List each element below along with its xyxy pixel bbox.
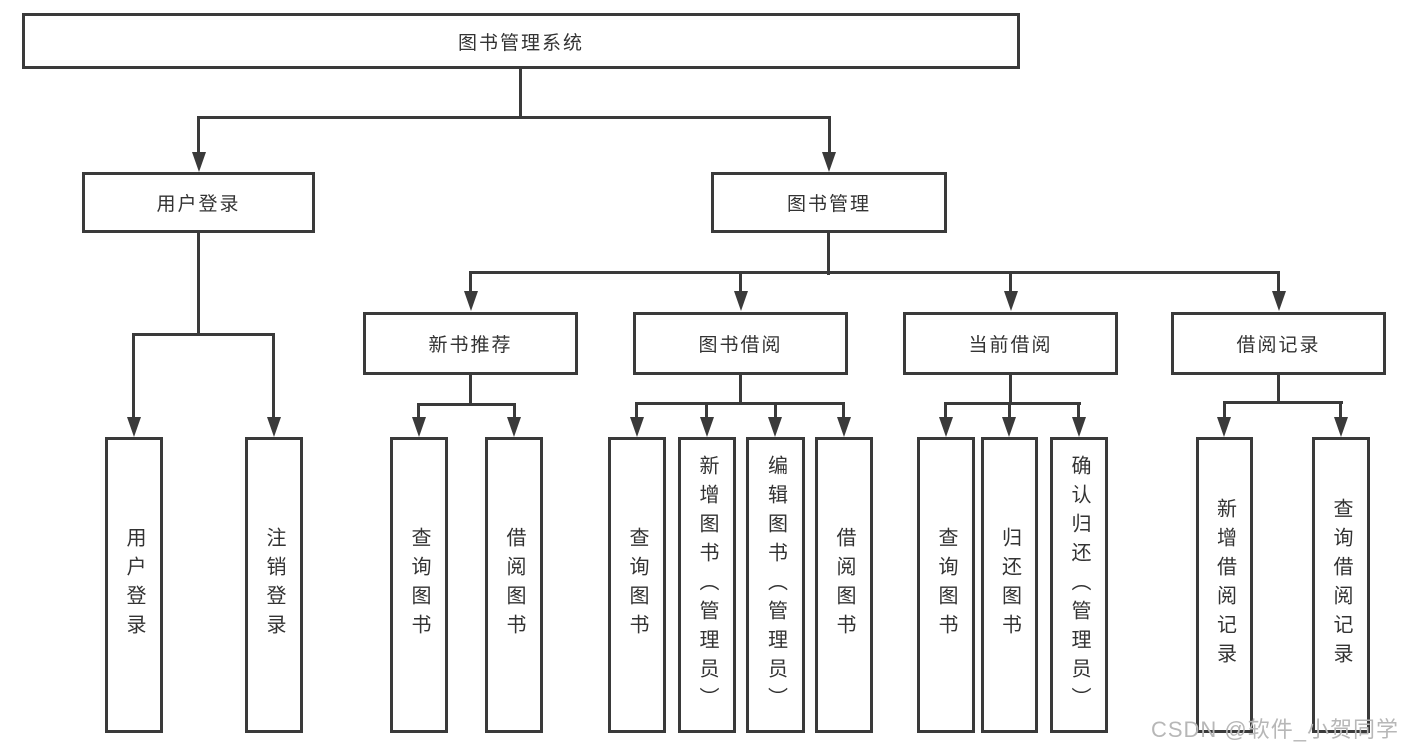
arrowhead-to-nbr-borrow <box>507 417 521 437</box>
arrowhead-to-new-book-recommend <box>464 291 478 311</box>
leaf-bb-query-books: 查询图书 <box>608 437 666 733</box>
leaf-nbr-borrow-books-label: 借阅图书 <box>503 527 525 643</box>
edge-root-bar <box>197 116 831 119</box>
csdn-watermark: CSDN @软件_小贺同学 <box>1150 717 1399 742</box>
node-current-borrow-label: 当前借阅 <box>968 335 1053 356</box>
edge-cb-bar <box>944 402 1081 405</box>
arrowhead-to-cb-query <box>939 417 953 437</box>
arrowhead-to-book-borrow <box>734 291 748 311</box>
leaf-bb-edit-books-admin-label: 编辑图书（管理员） <box>764 454 787 716</box>
node-book-management-label: 图书管理 <box>786 194 871 215</box>
node-book-borrow: 图书借阅 <box>633 312 848 375</box>
edge-cb-c1-stem <box>944 402 947 419</box>
edge-cb-c2-stem <box>1008 402 1011 419</box>
edge-mgmt-c4-stem <box>1277 271 1280 293</box>
edge-user-stem <box>197 233 200 336</box>
node-new-book-recommend: 新书推荐 <box>363 312 578 375</box>
arrowhead-to-bb-add <box>700 417 714 437</box>
edge-bb-stem <box>739 373 742 405</box>
arrowhead-to-br-add <box>1217 417 1231 437</box>
edge-bb-c3-stem <box>774 402 777 419</box>
node-book-management: 图书管理 <box>711 172 947 233</box>
edge-bb-bar <box>635 402 845 405</box>
leaf-user-login: 用户登录 <box>105 437 163 733</box>
leaf-bb-query-books-label: 查询图书 <box>626 527 648 643</box>
leaf-nbr-query-books-label: 查询图书 <box>408 527 430 643</box>
leaf-cb-confirm-return-admin: 确认归还（管理员） <box>1050 437 1108 733</box>
edge-user-child2-stem <box>272 333 275 419</box>
node-current-borrow: 当前借阅 <box>903 312 1118 375</box>
edge-cb-c3-stem <box>1077 402 1080 419</box>
edge-bb-c1-stem <box>635 402 638 419</box>
arrowhead-to-leaf-logout <box>267 417 281 437</box>
arrowhead-to-bb-query <box>630 417 644 437</box>
node-book-borrow-label: 图书借阅 <box>698 335 783 356</box>
leaf-bb-edit-books-admin: 编辑图书（管理员） <box>746 437 805 733</box>
node-user-login: 用户登录 <box>82 172 315 233</box>
node-new-book-recommend-label: 新书推荐 <box>428 335 513 356</box>
node-root: 图书管理系统 <box>22 13 1020 69</box>
edge-br-bar <box>1223 401 1343 404</box>
arrowhead-to-book-management <box>822 152 836 172</box>
edge-br-c2-stem <box>1339 401 1342 419</box>
edge-nbr-c1-stem <box>417 403 420 419</box>
node-user-login-label: 用户登录 <box>156 194 241 215</box>
edge-mgmt-c1-stem <box>469 271 472 293</box>
leaf-br-add-record-label: 新增借阅记录 <box>1213 498 1236 672</box>
arrowhead-to-nbr-query <box>412 417 426 437</box>
edge-root-to-mgmt-stem <box>828 116 831 154</box>
leaf-logout: 注销登录 <box>245 437 303 733</box>
node-root-label: 图书管理系统 <box>457 32 584 54</box>
leaf-br-query-record: 查询借阅记录 <box>1312 437 1370 733</box>
arrowhead-to-bb-borrow <box>837 417 851 437</box>
edge-nbr-bar <box>417 403 516 406</box>
leaf-br-add-record: 新增借阅记录 <box>1196 437 1253 733</box>
edge-cb-stem <box>1009 373 1012 405</box>
edge-bb-c2-stem <box>705 402 708 419</box>
edge-br-stem <box>1277 373 1280 404</box>
node-borrow-records: 借阅记录 <box>1171 312 1386 375</box>
leaf-br-query-record-label: 查询借阅记录 <box>1330 498 1352 672</box>
edge-nbr-c2-stem <box>513 403 516 419</box>
arrowhead-to-cb-return <box>1002 417 1016 437</box>
edge-nbr-stem <box>469 373 472 406</box>
arrowhead-to-borrow-records <box>1272 291 1286 311</box>
edge-mgmt-c3-stem <box>1009 271 1012 293</box>
leaf-nbr-query-books: 查询图书 <box>390 437 448 733</box>
arrowhead-to-leaf-user-login <box>127 417 141 437</box>
edge-bb-c4-stem <box>842 402 845 419</box>
edge-mgmt-stem <box>827 233 830 275</box>
arrowhead-to-current-borrow <box>1004 291 1018 311</box>
arrowhead-to-cb-confirm <box>1072 417 1086 437</box>
edge-mgmt-bar <box>469 271 1280 274</box>
leaf-cb-confirm-return-admin-label: 确认归还（管理员） <box>1068 454 1090 716</box>
edge-root-to-user-stem <box>197 116 200 154</box>
edge-user-bar <box>132 333 275 336</box>
edge-root-stem <box>519 69 522 118</box>
leaf-nbr-borrow-books: 借阅图书 <box>485 437 543 733</box>
leaf-cb-return-books-label: 归还图书 <box>998 527 1021 643</box>
arrowhead-to-bb-edit <box>768 417 782 437</box>
leaf-cb-query-books-label: 查询图书 <box>935 527 957 643</box>
leaf-bb-borrow-books-label: 借阅图书 <box>833 527 855 643</box>
leaf-cb-query-books: 查询图书 <box>917 437 975 733</box>
leaf-bb-borrow-books: 借阅图书 <box>815 437 873 733</box>
leaf-bb-add-books-admin: 新增图书（管理员） <box>678 437 736 733</box>
leaf-bb-add-books-admin-label: 新增图书（管理员） <box>696 454 718 716</box>
leaf-cb-return-books: 归还图书 <box>981 437 1038 733</box>
arrowhead-to-user-login <box>192 152 206 172</box>
leaf-logout-label: 注销登录 <box>263 527 285 643</box>
edge-br-c1-stem <box>1223 401 1226 419</box>
leaf-user-login-label: 用户登录 <box>123 527 145 643</box>
edge-user-child1-stem <box>132 333 135 419</box>
arrowhead-to-br-query <box>1334 417 1348 437</box>
edge-mgmt-c2-stem <box>739 271 742 293</box>
node-borrow-records-label: 借阅记录 <box>1236 335 1321 356</box>
